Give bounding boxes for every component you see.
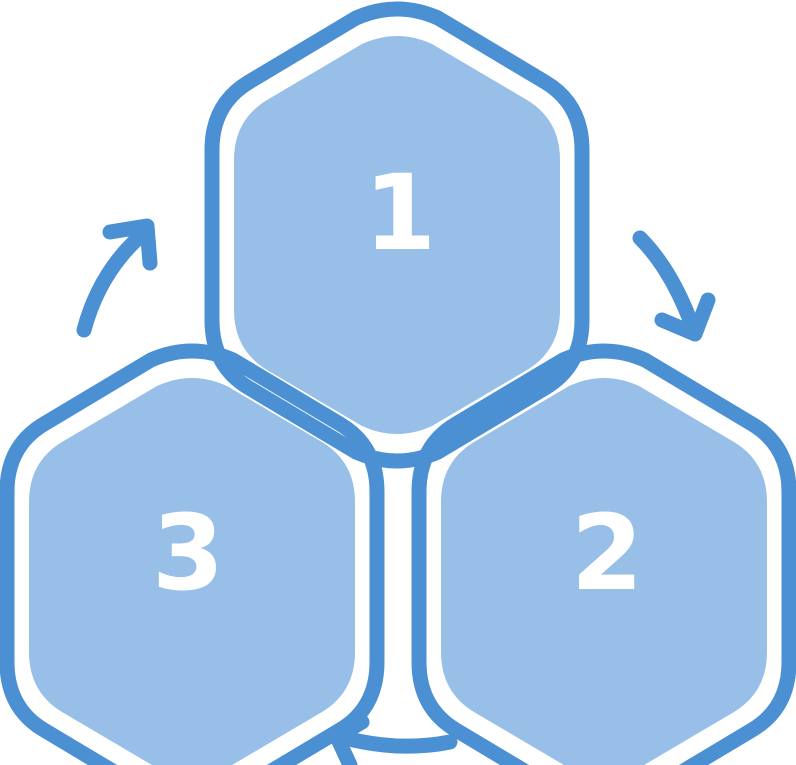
hexagon-2-outline xyxy=(411,343,796,765)
arrow-2-to-3 xyxy=(329,714,458,765)
hexagon-2-fill xyxy=(441,378,767,765)
hexagon-1-outline xyxy=(204,1,590,469)
arrow-3-to-1-shaft xyxy=(76,224,153,338)
arrow-2-to-3-shaft xyxy=(337,730,458,754)
hexagon-1-label: 1 xyxy=(364,152,436,274)
arrow-1-to-2-head xyxy=(654,292,716,342)
hexagon-3-outline xyxy=(0,343,385,765)
hexagon-step-2: 2 xyxy=(411,343,796,765)
arrow-2-to-3-head xyxy=(329,714,370,765)
arrow-1-to-2-shaft xyxy=(632,230,701,336)
arrow-1-to-2 xyxy=(632,230,716,342)
hexagon-step-3: 3 xyxy=(0,343,385,765)
hexagon-1-fill xyxy=(234,36,560,434)
hexagon-step-1: 1 xyxy=(204,1,590,469)
hexagon-3-label: 3 xyxy=(152,492,224,614)
hexagon-2-label: 2 xyxy=(571,492,643,614)
arrow-3-to-1-head xyxy=(102,218,158,271)
arrow-3-to-1 xyxy=(76,218,158,338)
hexagon-3-fill xyxy=(29,378,355,765)
